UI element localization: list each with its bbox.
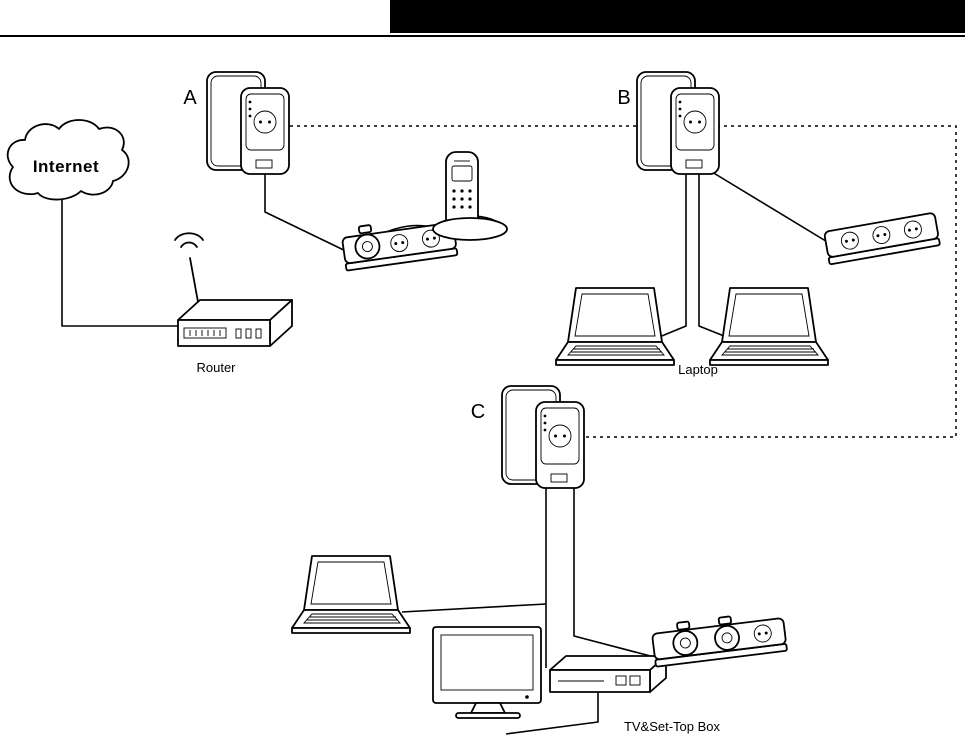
zone-a-label: A — [183, 87, 197, 109]
powerline-adapter-a — [206, 71, 290, 175]
wifi-signal-icon — [174, 232, 204, 248]
power-strip-a — [341, 221, 459, 272]
power-plug — [714, 615, 740, 651]
tv — [432, 626, 542, 719]
phone-dock-base — [432, 217, 508, 241]
powerline-dotted-link — [290, 125, 957, 438]
cable-adapter-b-to-strip — [711, 171, 835, 247]
router — [174, 232, 293, 347]
cable-adapter-a-to-strip — [264, 174, 355, 256]
phone-handset — [445, 151, 479, 229]
power-strip-b — [823, 211, 941, 266]
power-plug — [354, 224, 381, 260]
power-strip-c — [651, 615, 788, 668]
laptop-c — [291, 555, 411, 634]
tv-stand — [470, 702, 506, 714]
header-bar — [390, 0, 965, 33]
tv-settop-label: TV&Set-Top Box — [624, 719, 721, 734]
powerline-adapter-c — [501, 385, 585, 489]
laptop-b-right — [709, 287, 829, 366]
cable-adapter-c-to-strip — [573, 488, 659, 659]
cable-laptop-c — [401, 603, 547, 613]
powerline-adapter-b — [636, 71, 720, 175]
cordless-phone — [432, 151, 508, 241]
cable-adapter-b-to-laptop-left — [651, 174, 687, 341]
router-label: Router — [196, 360, 236, 375]
zone-b-label: B — [617, 87, 630, 109]
power-plug — [672, 620, 699, 656]
internet-cloud: Internet — [6, 119, 130, 201]
router-antenna — [189, 257, 199, 303]
set-top-box — [549, 655, 667, 693]
laptop-label: Laptop — [678, 362, 718, 377]
cable-internet-to-router — [61, 198, 180, 327]
laptop-b-left — [555, 287, 675, 366]
zone-c-label: C — [471, 401, 485, 423]
internet-label: Internet — [33, 157, 99, 176]
tv-base — [455, 712, 521, 719]
cable-settop-to-tv — [505, 692, 599, 735]
